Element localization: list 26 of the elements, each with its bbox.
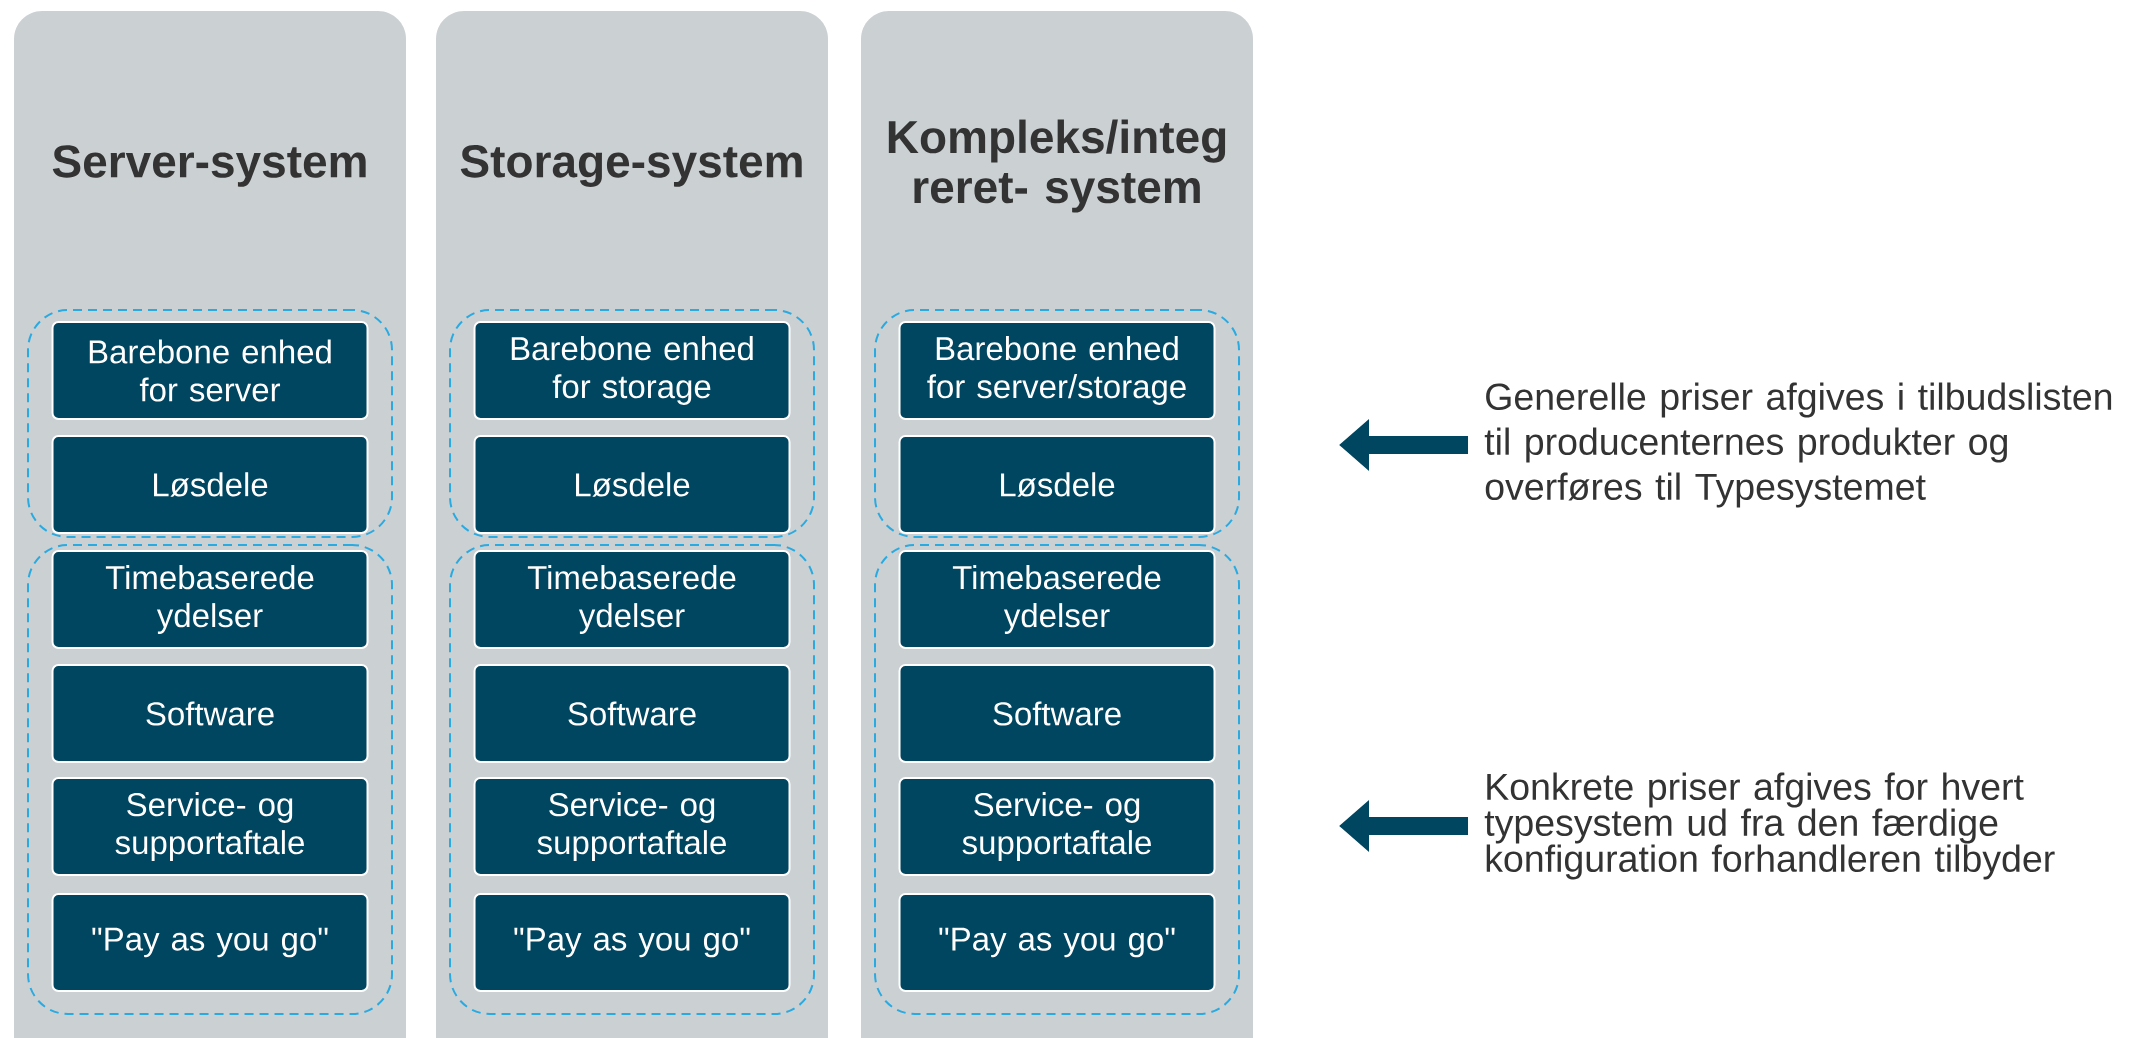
dashed-group <box>449 544 815 1015</box>
item-box: Service- og supportaftale <box>898 777 1216 876</box>
item-box: Timebaserede ydelser <box>51 550 369 649</box>
note-text: Generelle priser afgives i tilbudslisten til producenternes produkter og overføres til Typesystemet <box>1484 382 2112 508</box>
dashed-group <box>874 544 1240 1015</box>
dashed-group <box>449 309 815 538</box>
note-text: Konkrete priser afgives for hvert typesystem ud fra den færdige konfiguration forhandleren tilbyder <box>1484 772 2055 880</box>
item-box: "Pay as you go" <box>51 893 369 992</box>
item-box: "Pay as you go" <box>898 893 1216 992</box>
item-box: Software <box>51 664 369 763</box>
item-box: Barebone enhed for server <box>51 321 369 420</box>
item-box: Service- og supportaftale <box>51 777 369 876</box>
dashed-group <box>27 309 393 538</box>
item-box: Software <box>473 664 791 763</box>
item-box: Løsdele <box>898 435 1216 534</box>
item-box: Service- og supportaftale <box>473 777 791 876</box>
item-box: Timebaserede ydelser <box>473 550 791 649</box>
item-box: Software <box>898 664 1216 763</box>
item-box: "Pay as you go" <box>473 893 791 992</box>
item-box: Løsdele <box>473 435 791 534</box>
dashed-group <box>874 309 1240 538</box>
item-box: Timebaserede ydelser <box>898 550 1216 649</box>
dashed-group <box>27 544 393 1015</box>
item-box: Barebone enhed for storage <box>473 321 791 420</box>
item-box: Løsdele <box>51 435 369 534</box>
item-box: Barebone enhed for server/storage <box>898 321 1216 420</box>
